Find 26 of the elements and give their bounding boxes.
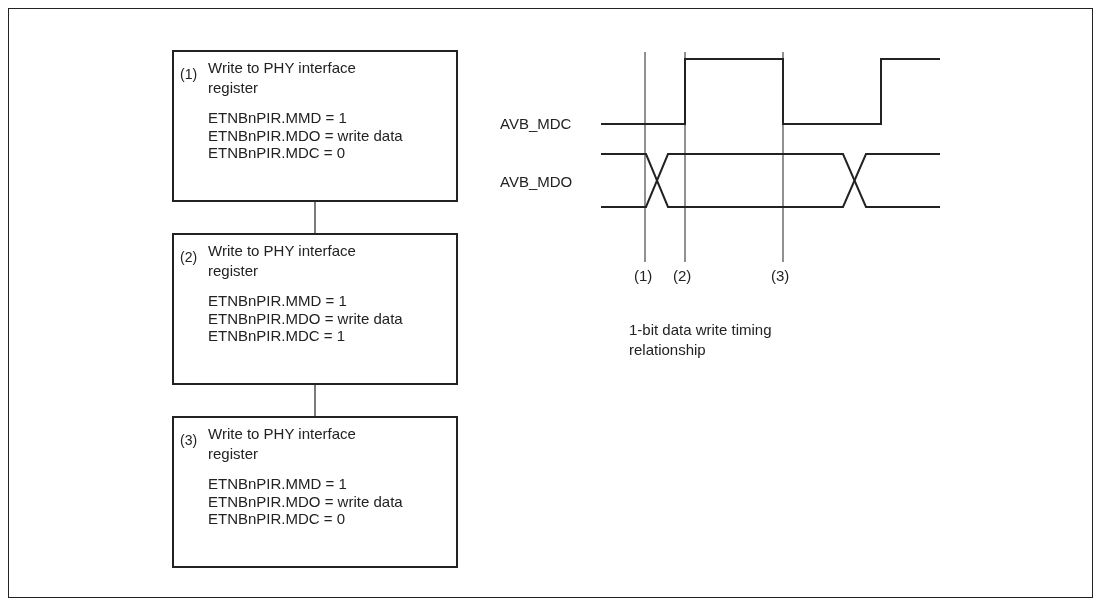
timing-point-label: (3) <box>771 266 790 286</box>
register-setting: ETNBnPIR.MDO = write data <box>208 492 403 510</box>
step-number: (2) <box>180 249 198 265</box>
timing-point-label: (1) <box>634 266 653 286</box>
connector-line <box>314 201 316 234</box>
register-setting: ETNBnPIR.MDC = 1 <box>208 327 347 345</box>
step-title: Write to PHY interface register <box>208 424 357 464</box>
register-setting: ETNBnPIR.MDC = 0 <box>208 144 347 162</box>
register-setting: ETNBnPIR.MMD = 1 <box>208 475 348 493</box>
connector-line <box>314 384 316 417</box>
signal-name: AVB_MDO <box>500 172 573 192</box>
step-title: Write to PHY interface register <box>208 58 357 98</box>
process-box <box>172 416 458 568</box>
step-number: (1) <box>180 66 198 82</box>
signal-name: AVB_MDC <box>500 114 572 134</box>
timing-point-label: (2) <box>673 266 692 286</box>
step-number: (3) <box>180 432 198 448</box>
process-box <box>172 50 458 202</box>
step-title: Write to PHY interface register <box>208 241 357 281</box>
register-setting: ETNBnPIR.MMD = 1 <box>208 292 348 310</box>
register-setting: ETNBnPIR.MDO = write data <box>208 309 403 327</box>
register-setting: ETNBnPIR.MDO = write data <box>208 126 403 144</box>
register-setting: ETNBnPIR.MMD = 1 <box>208 109 348 127</box>
timing-caption: 1-bit data write timing relationship <box>629 320 773 360</box>
process-box <box>172 233 458 385</box>
register-setting: ETNBnPIR.MDC = 0 <box>208 510 347 528</box>
